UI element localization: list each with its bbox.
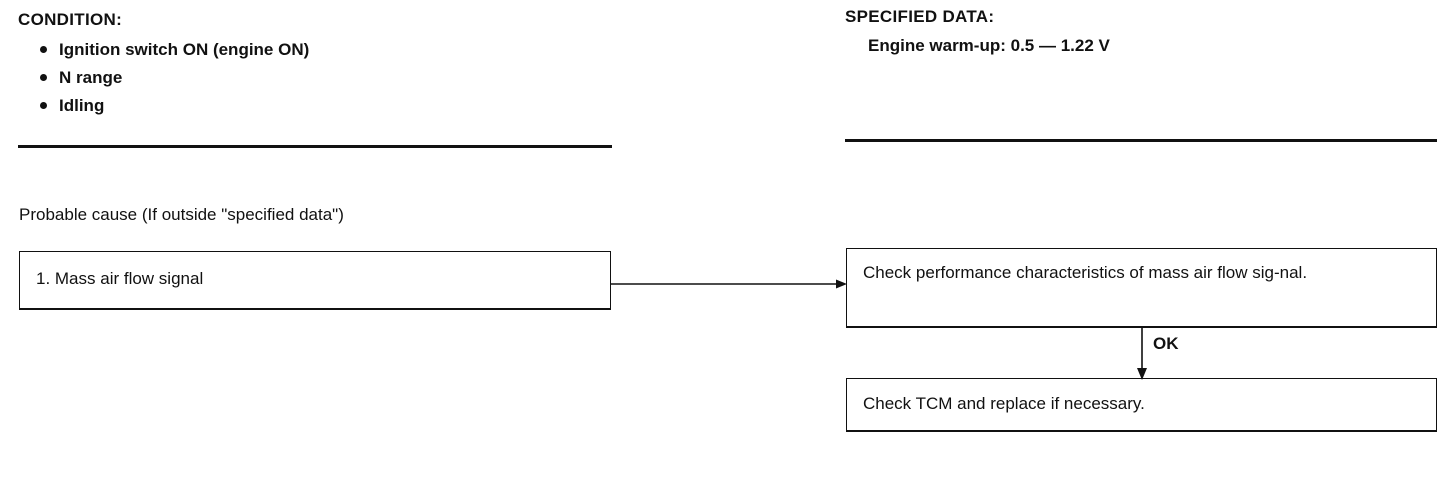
condition-item-text: Idling bbox=[59, 96, 105, 115]
bullet-icon bbox=[40, 102, 47, 110]
bullet-icon bbox=[40, 46, 47, 54]
probable-cause-box: 1. Mass air flow signal bbox=[19, 251, 611, 310]
condition-list: Ignition switch ON (engine ON) N range I… bbox=[40, 38, 309, 122]
connector-arrow bbox=[611, 279, 847, 289]
probable-cause-text: 1. Mass air flow signal bbox=[36, 269, 204, 288]
ok-label: OK bbox=[1153, 334, 1179, 353]
condition-heading: CONDITION: bbox=[18, 10, 123, 29]
specified-data-divider bbox=[845, 139, 1437, 142]
condition-item: Ignition switch ON (engine ON) bbox=[40, 38, 309, 66]
check-performance-text: Check performance characteristics of mas… bbox=[863, 263, 1308, 282]
condition-divider bbox=[18, 145, 612, 148]
condition-item-text: N range bbox=[59, 68, 123, 87]
check-performance-box: Check performance characteristics of mas… bbox=[846, 248, 1437, 328]
specified-data-value: Engine warm-up: 0.5 — 1.22 V bbox=[868, 36, 1110, 55]
probable-cause-caption: Probable cause (If outside "specified da… bbox=[19, 205, 344, 224]
ok-arrow bbox=[1137, 328, 1147, 380]
condition-item-text: Ignition switch ON (engine ON) bbox=[59, 40, 310, 59]
condition-item: N range bbox=[40, 66, 309, 94]
check-tcm-box: Check TCM and replace if necessary. bbox=[846, 378, 1437, 432]
bullet-icon bbox=[40, 74, 47, 82]
specified-data-heading: SPECIFIED DATA: bbox=[845, 7, 995, 26]
condition-item: Idling bbox=[40, 94, 309, 122]
check-tcm-text: Check TCM and replace if necessary. bbox=[863, 394, 1145, 413]
